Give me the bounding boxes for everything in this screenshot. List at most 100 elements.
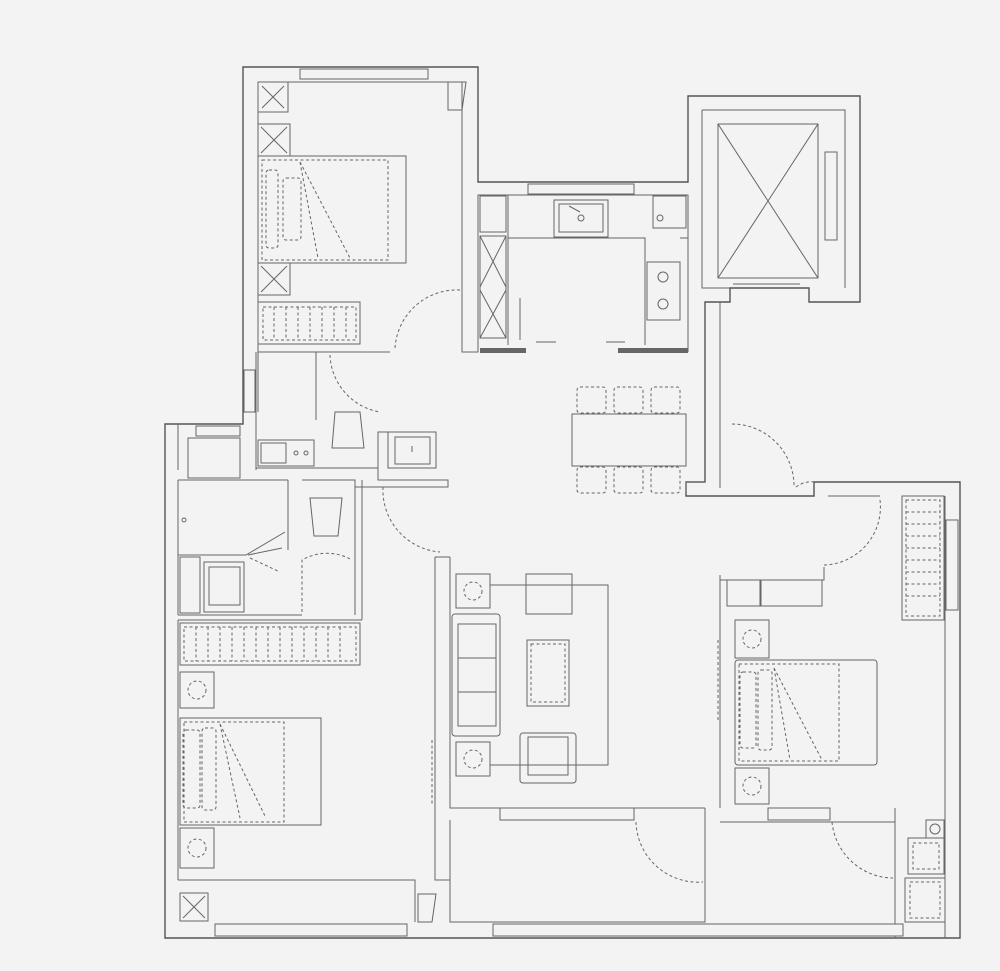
door-entry-2 <box>796 482 815 487</box>
chair-2 <box>614 387 643 413</box>
bedroom-sw <box>180 623 436 922</box>
coffee-table-icon <box>527 640 569 706</box>
window-kitchen <box>528 184 634 194</box>
sliding-door-left <box>480 348 526 353</box>
sofa-icon <box>452 614 500 736</box>
window-left-2 <box>196 426 240 436</box>
coffee-table-top <box>531 644 565 702</box>
shower-door-swing <box>250 558 280 572</box>
bed-e-fold <box>774 668 822 760</box>
dining-chairs <box>577 387 680 493</box>
fridge-icon <box>653 196 686 228</box>
kitchen-sink-basin <box>559 204 603 232</box>
elevator-car <box>718 124 818 278</box>
chair-5 <box>614 467 643 493</box>
nightstand-e-2 <box>735 768 769 804</box>
bath-2-cabinet <box>188 438 240 478</box>
shower-head-icon <box>182 518 186 522</box>
washbasin-icon <box>261 443 286 463</box>
lamp-1-icon <box>464 582 482 600</box>
lamp-e-1-icon <box>743 630 761 648</box>
bed-nw-sheet <box>262 160 388 260</box>
window-living <box>500 808 634 820</box>
door-bath-2 <box>302 553 352 612</box>
lamp-sw-2-icon <box>188 839 206 857</box>
cabinet-sw-cross <box>183 896 205 918</box>
chair-6 <box>651 467 680 493</box>
utility-sink-icon <box>905 878 945 922</box>
window-bottom-left <box>215 924 407 936</box>
nightstand-e-1 <box>735 620 769 658</box>
side-table-1 <box>456 574 490 608</box>
kitchen-counter <box>508 195 688 345</box>
nightstand-sw-2 <box>180 828 214 868</box>
window-left-1 <box>244 370 255 412</box>
pillow-e-1 <box>740 672 756 748</box>
dining-area <box>572 387 686 493</box>
chair-1 <box>577 387 606 413</box>
lamp-2-icon <box>464 750 482 768</box>
desk-e <box>727 580 761 606</box>
window-bedroom-e <box>768 808 830 820</box>
kitchen-sink-icon <box>554 200 608 237</box>
tap-icon-2 <box>304 451 308 455</box>
burner-2-icon <box>658 299 668 309</box>
cooktop-icon <box>647 262 680 320</box>
washbasin-2-counter <box>204 562 244 612</box>
bed-nw-icon <box>258 156 406 263</box>
tall-cabinet <box>480 236 506 338</box>
nightstand-2-cross <box>261 266 287 292</box>
pillow-2 <box>283 178 301 240</box>
inner-wall-line-2 <box>702 110 845 288</box>
utility-sink-basin <box>910 882 940 918</box>
wardrobe-nw-hangers <box>263 307 356 340</box>
door-balcony-1 <box>636 822 703 882</box>
wardrobe-e-hangers <box>906 500 940 616</box>
living-room <box>452 574 608 783</box>
washing-machine-door <box>913 843 939 869</box>
walls <box>165 67 960 938</box>
window-top <box>300 69 428 79</box>
bedroom-sw-walls <box>178 480 450 922</box>
kitchen-cabinet-top <box>480 196 506 232</box>
washbasin-hall-icon <box>395 437 430 464</box>
elevator-shaft <box>718 124 837 284</box>
burner-1-icon <box>658 272 668 282</box>
doors <box>302 290 893 882</box>
chair-4 <box>577 467 606 493</box>
elevator-counterweight <box>825 152 837 240</box>
elevator-cross <box>718 124 818 278</box>
sliding-door-right <box>618 348 688 353</box>
door-bath-1 <box>330 355 380 412</box>
utility-area <box>905 820 945 922</box>
door-balcony-2 <box>832 822 893 878</box>
inner-wall-line-4 <box>686 302 720 492</box>
armchair-seat <box>528 737 568 775</box>
faucet-icon <box>569 206 580 212</box>
armchair-icon <box>520 733 576 783</box>
door-bedroom-e <box>824 500 880 565</box>
floor-drain-cabinet <box>926 820 944 838</box>
shower-partition <box>178 532 285 555</box>
bathroom-1 <box>258 365 436 468</box>
lamp-sw-1-icon <box>188 681 206 699</box>
toilet-2-icon <box>310 498 342 536</box>
bed-nw-fold <box>300 162 350 258</box>
bed-sw-fold <box>220 724 266 818</box>
wardrobe-e <box>902 496 944 620</box>
bathroom-2 <box>178 498 342 613</box>
dining-table <box>572 414 686 466</box>
side-table-2 <box>456 742 490 776</box>
entry-details <box>188 438 720 580</box>
dresser-e <box>760 580 822 606</box>
door-bedroom-sw <box>383 487 440 552</box>
rug-outline <box>490 585 608 765</box>
lamp-e-2-icon <box>743 777 761 795</box>
outer-wall <box>165 67 960 938</box>
nightstand-1-cross <box>261 127 287 153</box>
window-right <box>946 520 958 610</box>
wardrobe-nw <box>258 302 360 344</box>
tall-cabinet-cross <box>480 236 506 338</box>
chair-3 <box>651 387 680 413</box>
